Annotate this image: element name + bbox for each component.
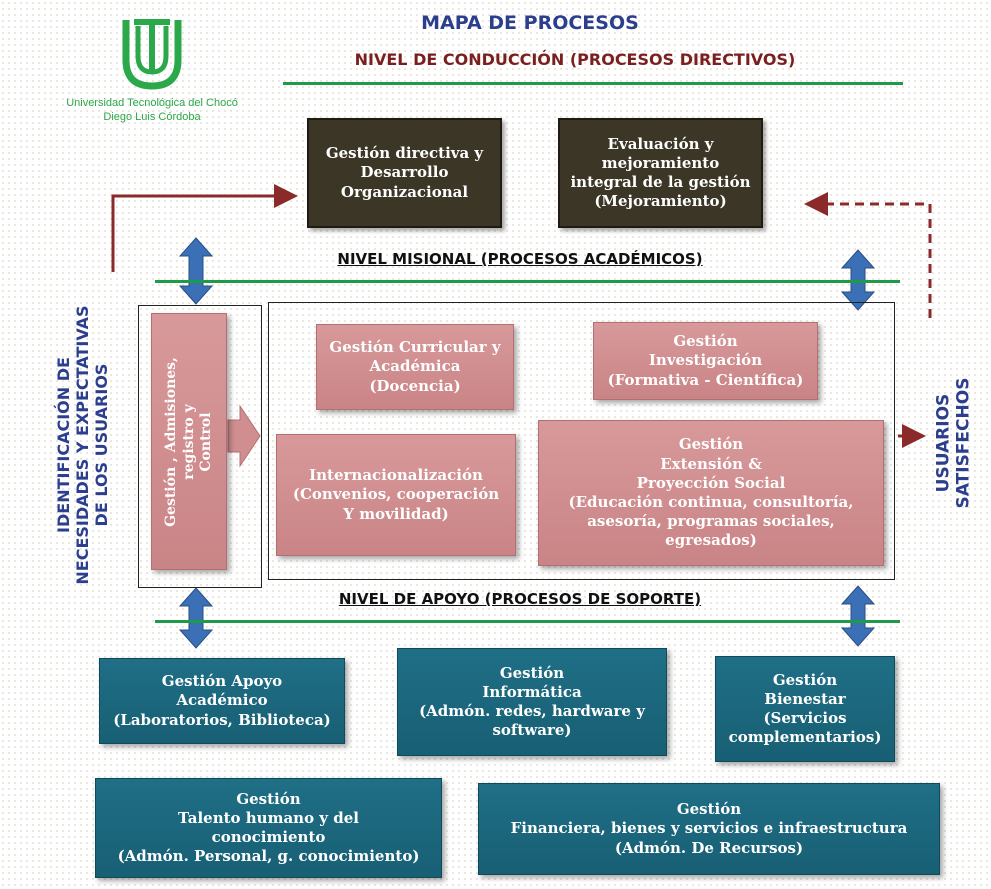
updown-arrow-bottom-right — [840, 585, 876, 647]
updown-arrow-top-left — [178, 237, 214, 305]
gestion-informatica-box: Gestión Informática (Admón. redes, hardw… — [397, 648, 667, 756]
logo-line1: Universidad Tecnológica del Chocó — [66, 97, 238, 109]
gestion-apoyo-academico-box: Gestión Apoyo Académico (Laboratorios, B… — [99, 658, 345, 744]
gestion-investigacion-box: Gestión Investigación (Formativa - Cient… — [593, 322, 818, 400]
gestion-directiva-box: Gestión directiva y Desarrollo Organizac… — [307, 118, 502, 228]
admisiones-box: Gestión , Admisiones, registro y Control — [151, 313, 227, 570]
level-apoyo-label: NIVEL DE APOYO (PROCESOS DE SOPORTE) — [338, 590, 702, 608]
input-arrow — [111, 184, 298, 272]
evaluacion-mejoramiento-box: Evaluación y mejoramiento integral de la… — [558, 118, 763, 228]
admisiones-label: Gestión , Admisiones, registro y Control — [162, 356, 214, 527]
university-logo-icon — [122, 19, 182, 90]
updown-arrow-bottom-left — [178, 587, 214, 649]
gestion-curricular-box: Gestión Curricular y Académica (Docencia… — [316, 324, 514, 410]
admisiones-arrow — [227, 404, 261, 468]
level-misional-label: NIVEL MISIONAL (PROCESOS ACADÉMICOS) — [337, 250, 703, 268]
apoyo-divider — [155, 620, 900, 623]
misional-divider — [155, 280, 900, 283]
identificacion-necesidades-label: IDENTIFICACIÓN DE NECESIDADES Y EXPECTAT… — [54, 305, 112, 585]
level-conduccion-label: NIVEL DE CONDUCCIÓN (PROCESOS DIRECTIVOS… — [354, 50, 796, 69]
conduccion-divider — [283, 82, 903, 85]
logo-line2: Diego Luis Córdoba — [103, 111, 201, 124]
logo-caption: Universidad Tecnológica del Chocó Diego … — [42, 96, 262, 125]
usuarios-satisfechos-label: USUARIOS SATISFECHOS — [933, 377, 974, 509]
gestion-bienestar-box: Gestión Bienestar (Servicios complementa… — [715, 656, 895, 762]
internacionalizacion-box: Internacionalización (Convenios, coopera… — [276, 434, 516, 556]
gestion-financiera-box: Gestión Financiera, bienes y servicios e… — [478, 783, 940, 875]
gestion-talento-humano-box: Gestión Talento humano y del conocimient… — [95, 778, 442, 878]
page-title: MAPA DE PROCESOS — [421, 12, 639, 34]
feedback-arrow — [804, 192, 932, 318]
admisiones-frame — [138, 305, 262, 588]
gestion-extension-box: Gestión Extensión & Proyección Social (E… — [538, 420, 884, 566]
misional-frame — [268, 302, 895, 580]
